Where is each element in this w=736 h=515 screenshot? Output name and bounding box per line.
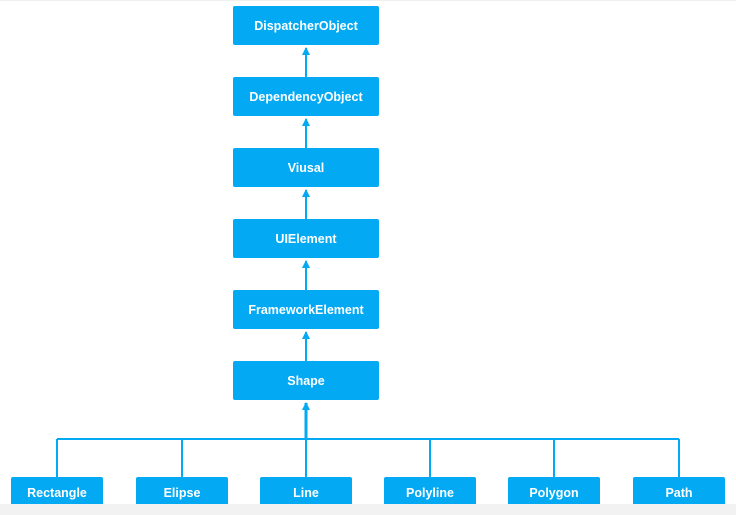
node-rectangle: Rectangle (11, 477, 103, 508)
node-polygon: Polygon (508, 477, 600, 508)
node-elipse: Elipse (136, 477, 228, 508)
bottom-strip (0, 504, 736, 515)
node-path: Path (633, 477, 725, 508)
node-line: Line (260, 477, 352, 508)
arrowhead-viusal (302, 189, 310, 197)
arrowhead-uielement (302, 260, 310, 268)
arrowhead-dependencyobject (302, 118, 310, 126)
arrowhead-frameworkelement (302, 331, 310, 339)
node-frameworkelement: FrameworkElement (233, 290, 379, 329)
node-shape: Shape (233, 361, 379, 400)
arrowhead-shape (302, 402, 310, 410)
node-uielement: UIElement (233, 219, 379, 258)
node-dispatcherobject: DispatcherObject (233, 6, 379, 45)
arrowhead-dispatcherobject (302, 47, 310, 55)
node-polyline: Polyline (384, 477, 476, 508)
node-viusal: Viusal (233, 148, 379, 187)
node-dependencyobject: DependencyObject (233, 77, 379, 116)
